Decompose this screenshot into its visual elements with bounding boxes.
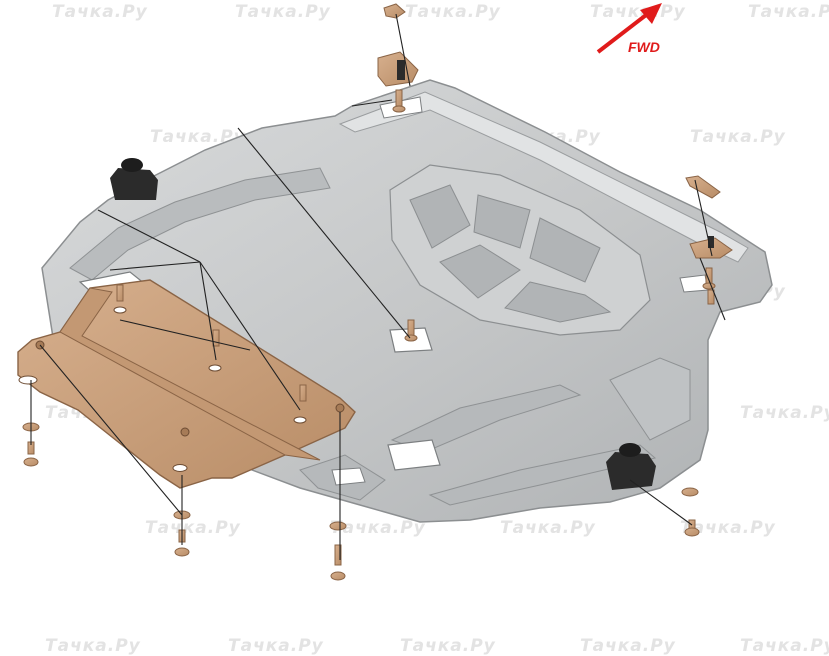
watermark: Тачка.Ру bbox=[740, 403, 829, 423]
assembly-lines bbox=[30, 13, 726, 560]
mounting-bracket bbox=[17, 279, 356, 489]
bolt bbox=[22, 89, 716, 581]
watermark: Тачка.Ру bbox=[235, 2, 331, 22]
mounting-bracket bbox=[377, 3, 733, 259]
watermark: Тачка.Ру bbox=[690, 127, 786, 147]
watermark: Тачка.Ру bbox=[150, 127, 246, 147]
rubber-bumper bbox=[110, 158, 158, 200]
watermark: Тачка.Ру bbox=[740, 636, 829, 656]
watermark: Тачка.Ру bbox=[45, 636, 141, 656]
watermark: Тачка.Ру bbox=[680, 518, 776, 538]
watermark: Тачка.Ру bbox=[500, 518, 596, 538]
fwd-label: FWD bbox=[628, 39, 660, 55]
fwd-arrow-icon bbox=[596, 3, 662, 54]
watermark: Тачка.Ру bbox=[580, 636, 676, 656]
watermark: Тачка.Ру bbox=[400, 636, 496, 656]
watermark: Тачка.Ру bbox=[228, 636, 324, 656]
rubber-bumper bbox=[606, 443, 656, 490]
watermark: Тачка.Ру bbox=[52, 2, 148, 22]
watermark: Тачка.Ру bbox=[748, 2, 829, 22]
watermark: Тачка.Ру bbox=[145, 518, 241, 538]
watermark: Тачка.Ру bbox=[590, 2, 686, 22]
watermark: Тачка.Ру bbox=[330, 518, 426, 538]
watermark: Тачка.Ру bbox=[405, 2, 501, 22]
